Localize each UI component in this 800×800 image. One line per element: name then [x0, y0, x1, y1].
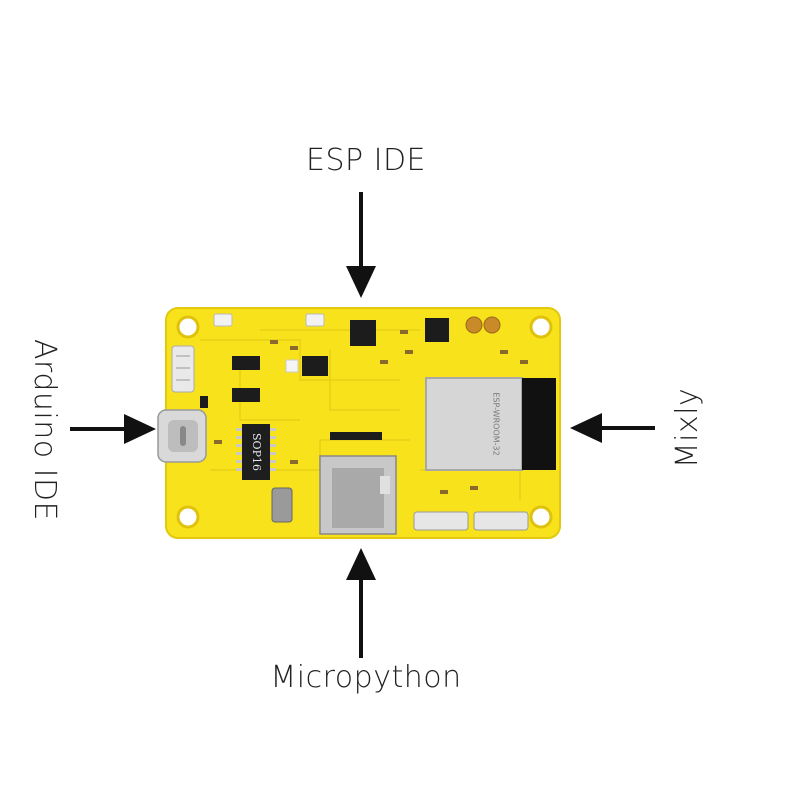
label-esp-ide: ESP IDE [305, 143, 427, 178]
sd-card-slot [319, 455, 397, 535]
pcb-board: SOP16 ESP-WROOM-32 [157, 307, 561, 539]
mounting-holes [176, 315, 553, 529]
arrow-right [570, 413, 655, 443]
sop16-chip: SOP16 [236, 424, 276, 480]
esp32-module: ESP-WROOM-32 [425, 377, 556, 471]
arrow-left [70, 414, 156, 444]
usb-c-port [157, 409, 207, 463]
label-micropython: Micropython [270, 660, 462, 695]
sop16-chip-label: SOP16 [250, 433, 263, 471]
arrow-bottom [346, 548, 376, 658]
esp32-module-label: ESP-WROOM-32 [492, 392, 501, 455]
arrow-top [346, 192, 376, 298]
